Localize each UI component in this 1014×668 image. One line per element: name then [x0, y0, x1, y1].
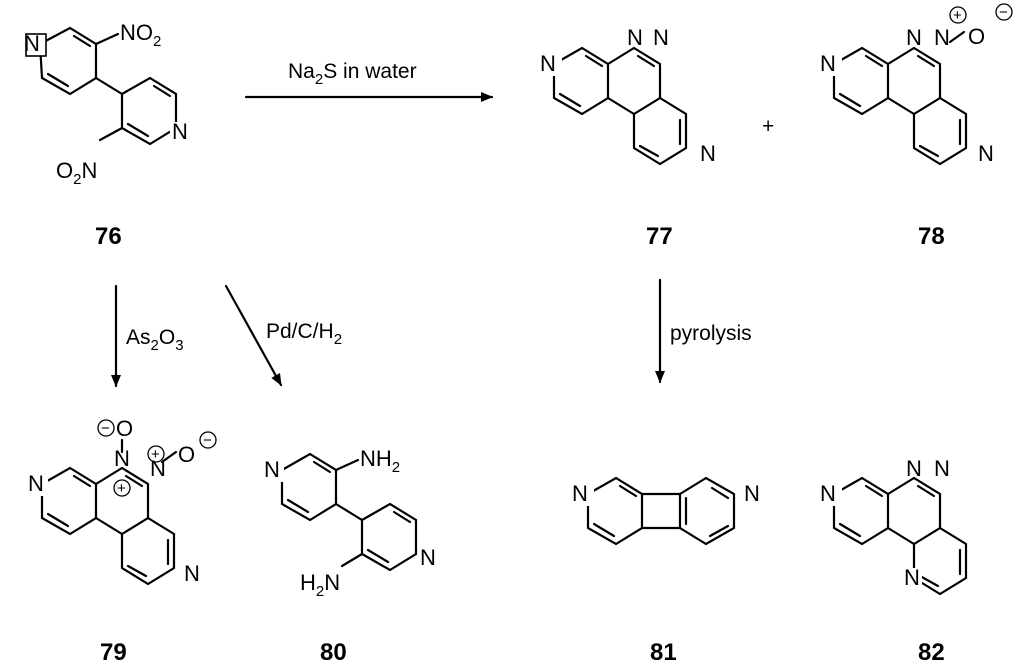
svg-text:NO2: NO2 — [120, 20, 161, 50]
arrow-pd — [224, 284, 283, 387]
charge-plus: + — [953, 7, 962, 24]
cond-as-sub: 2 — [151, 337, 159, 354]
atom-n: N — [906, 456, 922, 481]
atom-n: N — [906, 25, 922, 50]
atom-n: N — [572, 481, 588, 506]
compound-76-structure: N NO2 N O2N — [24, 20, 190, 188]
compound-77-structure: N N N N — [540, 25, 720, 166]
atom-n: N — [904, 565, 920, 590]
cond-as-o-sub: 3 — [175, 337, 183, 354]
compound-label-78: 78 — [918, 223, 945, 250]
plus-sign: + — [762, 115, 774, 138]
atom-o2-sub: 2 — [73, 171, 81, 188]
svg-text:NH2: NH2 — [360, 446, 400, 476]
compound-label-82: 82 — [918, 639, 945, 666]
compound-label-77: 77 — [646, 223, 673, 250]
atom-n: N — [820, 51, 836, 76]
cond-na-sub: 2 — [315, 71, 323, 88]
svg-text:As2O3: As2O3 — [126, 326, 184, 354]
atom-h2n-n: N — [324, 570, 340, 595]
atom-o: O — [116, 416, 133, 441]
cond-as-o: O — [159, 326, 175, 349]
atom-n: N — [700, 141, 716, 166]
compound-81-structure: N N — [572, 476, 760, 546]
atom-nh2: NH — [360, 446, 392, 471]
atom-n: N — [627, 25, 643, 50]
atom-n: N — [934, 25, 950, 50]
atom-n: N — [24, 31, 40, 56]
atom-o2: O — [56, 158, 73, 183]
atom-n: N — [653, 25, 669, 50]
atom-no-sub: 2 — [153, 33, 161, 50]
compound-79-structure: N − O N + N + O − N — [28, 416, 217, 586]
atom-n: N — [184, 561, 200, 586]
svg-text:Na2S in water: Na2S in water — [288, 60, 417, 88]
atom-n: N — [934, 456, 950, 481]
charge-minus: − — [999, 4, 1008, 21]
charge-plus: + — [117, 480, 126, 497]
cond-as: As — [126, 326, 151, 349]
atom-o: O — [178, 442, 195, 467]
compound-78-structure: N N N + O − N — [820, 3, 1013, 166]
cond-pd-sub: 2 — [334, 331, 342, 348]
cond-pyrolysis: pyrolysis — [670, 322, 752, 345]
compound-82-structure: N N N N — [820, 456, 968, 596]
charge-plus: + — [151, 446, 160, 463]
atom-n: N — [978, 141, 994, 166]
compound-label-81: 81 — [650, 639, 677, 666]
svg-text:H2N: H2N — [300, 570, 340, 600]
charge-minus: − — [203, 432, 212, 449]
atom-n: N — [114, 446, 130, 471]
compound-80-structure: N NH2 N H2N — [264, 446, 440, 600]
atom-o2-n: N — [81, 158, 97, 183]
atom-n-76b: N — [172, 119, 188, 144]
atom-n: N — [820, 481, 836, 506]
atom-nh2-sub: 2 — [392, 459, 400, 476]
cond-pd: Pd/C/H — [266, 320, 334, 343]
cond-na: Na — [288, 60, 315, 83]
atom-n: N — [540, 51, 556, 76]
atom-h2n-sub: 2 — [316, 583, 324, 600]
compound-label-76: 76 — [95, 223, 122, 250]
compound-label-79: 79 — [100, 639, 127, 666]
atom-n: N — [744, 481, 760, 506]
atom-h2n-h: H — [300, 570, 316, 595]
atom-no: NO — [120, 20, 153, 45]
atom-n: N — [264, 457, 280, 482]
atom-o: O — [968, 24, 985, 49]
charge-minus: − — [101, 420, 110, 437]
atom-n: N — [420, 545, 436, 570]
svg-text:Pd/C/H2: Pd/C/H2 — [266, 320, 342, 348]
compound-label-80: 80 — [320, 639, 347, 666]
cond-na-rest: S in water — [323, 60, 416, 83]
atom-n: N — [28, 471, 44, 496]
svg-text:O2N: O2N — [56, 158, 97, 188]
